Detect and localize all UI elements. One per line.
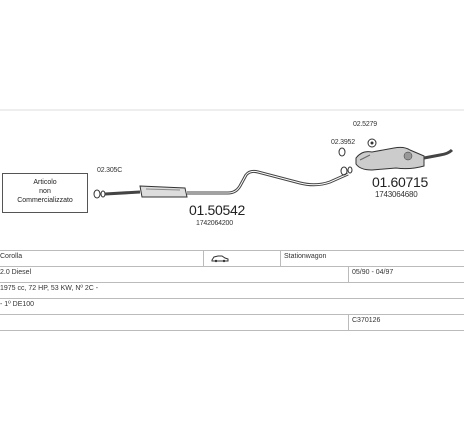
rear-silencer-code: 01.60715 — [372, 174, 428, 190]
front-flange-gasket — [93, 189, 106, 199]
catalog-cell: C370126 — [352, 317, 381, 324]
not-sold-legend: Articolo non Commercializzato — [2, 173, 88, 213]
gasket-b-code: 02.3952 — [331, 139, 355, 146]
table-row: 2.0 Diesel 05/90 - 04/97 — [0, 266, 464, 282]
rear-silencer — [355, 146, 454, 171]
intermediate-gasket — [340, 166, 353, 176]
rubber-hanger — [367, 138, 377, 148]
exhaust-diagram: 02.305C 01.50542 1742064200 02.5279 02.3… — [0, 109, 464, 227]
rear-silencer-ref: 1743064680 — [375, 190, 418, 199]
model-cell: Corolla — [0, 253, 23, 260]
body-cell: Stationwagon — [284, 253, 327, 260]
legend-line-2: non — [39, 188, 51, 195]
front-pipe — [104, 190, 141, 196]
car-side-icon — [211, 255, 229, 263]
vehicle-table: Corolla Stationwagon 2.0 Diesel 05/90 - … — [0, 250, 464, 331]
front-silencer-ref: 1742064200 — [196, 220, 233, 227]
table-row: Corolla Stationwagon — [0, 250, 464, 266]
dates-cell: 05/90 - 04/97 — [352, 269, 394, 276]
front-silencer-code: 01.50542 — [189, 202, 245, 218]
hanger-code: 02.5279 — [353, 121, 377, 128]
table-row: 1975 cc, 72 HP, 53 KW, Nº 2C - — [0, 282, 464, 298]
engine-code-cell: - 1º DE100 — [0, 301, 35, 308]
engine-cell: 2.0 Diesel — [0, 269, 32, 276]
legend-line-3: Commercializzato — [17, 197, 73, 204]
exhaust-drawing — [0, 109, 464, 199]
front-silencer — [139, 185, 188, 198]
table-row: C370126 — [0, 314, 464, 331]
legend-line-1: Articolo — [33, 179, 57, 186]
gasket-a-code: 02.305C — [97, 167, 123, 174]
table-row: - 1º DE100 — [0, 298, 464, 314]
spec-cell: 1975 cc, 72 HP, 53 KW, Nº 2C - — [0, 285, 99, 292]
clamp — [338, 147, 346, 157]
